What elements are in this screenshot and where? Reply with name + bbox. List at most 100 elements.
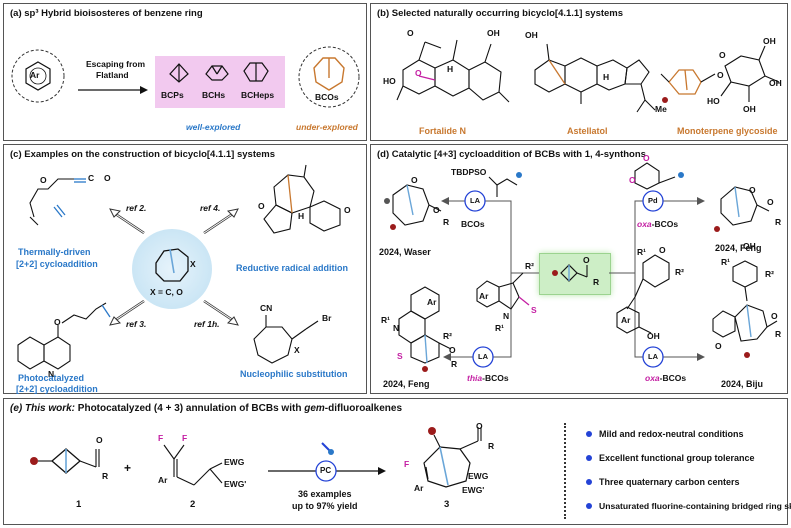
biju-label: 2024, Biju bbox=[721, 379, 764, 389]
fortalide-o-bridge: O bbox=[415, 68, 422, 78]
astellatol-structure bbox=[534, 43, 656, 113]
bco-core-structure bbox=[155, 248, 189, 282]
reaction-arrow bbox=[268, 460, 386, 482]
light-bulb-icon bbox=[321, 442, 334, 455]
bcb-center-r: R bbox=[593, 277, 600, 287]
compound-2-label: 2 bbox=[190, 499, 196, 510]
monoterpene-glycoside-structure bbox=[660, 45, 780, 103]
thermal-label-1: Thermally-driven bbox=[18, 247, 91, 257]
panel-d: (d) Catalytic [4+3] cycloaddition of BCB… bbox=[370, 144, 788, 394]
bullet-dot-1 bbox=[586, 431, 592, 437]
biju-product-structure bbox=[712, 260, 778, 358]
indoline-n: N bbox=[503, 311, 510, 321]
feature-bullet-1: Mild and redox-neutral conditions bbox=[586, 429, 744, 439]
ar-label: Ar bbox=[30, 70, 40, 80]
astellatol-h: H bbox=[603, 72, 610, 82]
ketene-c: C bbox=[88, 173, 95, 183]
tbdpso-label: TBDPSO bbox=[451, 167, 487, 177]
compound-3-structure bbox=[423, 427, 482, 488]
bcb-center-o: O bbox=[583, 255, 590, 265]
c2-ewg: EWG bbox=[224, 457, 245, 467]
panel-a-title: (a) sp³ Hybrid bioisosteres of benzene r… bbox=[10, 8, 203, 19]
fortalide-h: H bbox=[447, 64, 454, 74]
feng-label-2: 2024, Feng bbox=[383, 379, 430, 389]
biju-o-ring: O bbox=[715, 341, 722, 351]
biju-o: O bbox=[771, 311, 778, 321]
waser-product-structure bbox=[384, 184, 442, 230]
bcps-label: BCPs bbox=[161, 90, 184, 100]
feature-text-2: Excellent functional group tolerance bbox=[599, 453, 755, 463]
c3-r: R bbox=[488, 441, 495, 451]
thia-r2: R² bbox=[443, 331, 452, 341]
glycoside-oh-top: OH bbox=[763, 36, 776, 46]
astellatol-oh: OH bbox=[525, 30, 538, 40]
la-catalyst-top-left bbox=[464, 190, 486, 212]
glycoside-me: Me bbox=[655, 104, 667, 114]
thia-prefix: thia bbox=[467, 373, 483, 383]
fortalide-n-structure bbox=[396, 39, 510, 103]
x-equals-label: X = C, O bbox=[150, 287, 183, 297]
ref1h-label: ref 1h. bbox=[194, 319, 220, 329]
waser-o-top: O bbox=[411, 175, 418, 185]
thia-bcos: thia-BCOs bbox=[467, 373, 509, 383]
ref1h-arrow bbox=[203, 300, 239, 326]
indoline-r2: R² bbox=[525, 261, 534, 271]
qm-oh: OH bbox=[647, 331, 660, 341]
bcb-center-box bbox=[539, 253, 611, 295]
c3-f: F bbox=[404, 459, 410, 469]
compound-1-label: 1 bbox=[76, 499, 82, 510]
panel-b-title: (b) Selected naturally occurring bicyclo… bbox=[377, 8, 624, 19]
radical-h: H bbox=[298, 211, 305, 221]
la-label-bottom-right: LA bbox=[648, 352, 658, 361]
oxa-suffix-2: -BCOs bbox=[659, 373, 687, 383]
glycoside-ho: HO bbox=[707, 96, 720, 106]
feature-text-4: Unsaturated fluorine-containing bridged … bbox=[599, 501, 791, 511]
bcos-label-d: BCOs bbox=[461, 219, 485, 229]
panel-e-separator bbox=[564, 423, 566, 519]
title-rest2: -difluoroalkenes bbox=[324, 403, 403, 414]
c2-f-left: F bbox=[158, 433, 164, 443]
panel-e: (e) This work: Photocatalyzed (4 + 3) an… bbox=[3, 398, 791, 525]
nucleo-x: X bbox=[294, 345, 300, 355]
panel-e-title: (e) This work: Photocatalyzed (4 + 3) an… bbox=[10, 403, 402, 414]
yield-text: up to 97% yield bbox=[292, 501, 358, 511]
quinone-methide-structure bbox=[616, 254, 670, 334]
panel-d-connectors bbox=[441, 197, 705, 361]
feng-oxa-product-structure bbox=[714, 186, 770, 232]
la-catalyst-bottom-left bbox=[472, 346, 494, 368]
bullet-dot-4 bbox=[586, 503, 592, 509]
la-label-bottom-left: LA bbox=[478, 352, 488, 361]
title-this-work: (e) This work: bbox=[10, 403, 76, 414]
waser-label: 2024, Waser bbox=[379, 247, 431, 257]
vinyl-carbonate-structure bbox=[634, 162, 684, 190]
radical-product-structure bbox=[263, 164, 341, 234]
title-rest: Photocatalyzed (4 + 3) annulation of BCB… bbox=[75, 403, 302, 414]
glycoside-oh-right: OH bbox=[769, 78, 782, 88]
feature-text-1: Mild and redox-neutral conditions bbox=[599, 429, 744, 439]
thia-n: N bbox=[393, 323, 400, 333]
bchs-label: BCHs bbox=[202, 90, 226, 100]
examples-text: 36 examples bbox=[298, 489, 352, 499]
quinolone-o: O bbox=[54, 317, 61, 327]
panel-c: (c) Examples on the construction of bicy… bbox=[3, 144, 367, 394]
nucleo-br: Br bbox=[322, 313, 332, 323]
compound-2-structure bbox=[163, 444, 223, 486]
glycoside-oh-bottom: OH bbox=[743, 104, 756, 114]
feng-r: R bbox=[775, 217, 782, 227]
thia-s: S bbox=[397, 351, 403, 361]
radical-label: Reductive radical addition bbox=[236, 263, 349, 273]
thia-o: O bbox=[449, 345, 456, 355]
benzene-ring-drawing bbox=[11, 49, 65, 103]
panel-b: (b) Selected naturally occurring bicyclo… bbox=[370, 3, 788, 141]
escape-arrow bbox=[78, 86, 148, 94]
indoline-s: S bbox=[531, 305, 537, 315]
radical-o-left: O bbox=[258, 201, 265, 211]
title-gem: gem bbox=[304, 403, 325, 414]
feature-bullet-2: Excellent functional group tolerance bbox=[586, 453, 755, 463]
glycoside-name: Monoterpene glycoside bbox=[677, 126, 778, 136]
compound-3-label: 3 bbox=[444, 499, 450, 510]
c3-ewg: EWG bbox=[468, 471, 489, 481]
c3-ewg2: EWG' bbox=[462, 485, 485, 495]
bco-drawing bbox=[298, 46, 360, 108]
escape-text-2: Flatland bbox=[96, 70, 129, 80]
